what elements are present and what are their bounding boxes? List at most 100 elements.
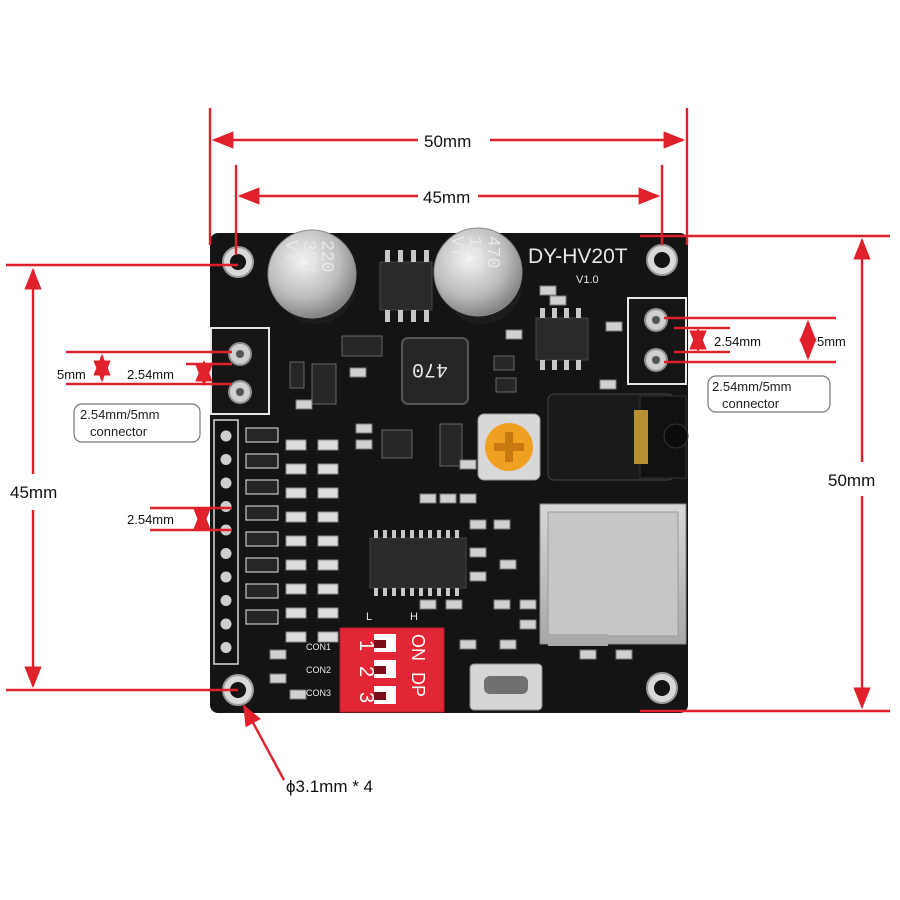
smd-part <box>269 649 287 660</box>
dimension-labels: 50mm 45mm 45mm 50mm 5mm 2.54mm 2.54mm 2.… <box>10 132 875 796</box>
smd-part <box>285 511 307 523</box>
label-left-5mm: 5mm <box>57 367 86 382</box>
smd-part <box>245 609 279 625</box>
label-right-5mm: 5mm <box>817 334 846 349</box>
cap-left-series: VT <box>280 240 300 262</box>
left-connector-callout: 2.54mm/5mm connector <box>73 403 201 443</box>
smd-part <box>245 505 279 521</box>
smd-part <box>549 295 567 306</box>
left-callout-line1: 2.54mm/5mm <box>80 407 159 422</box>
smd-part <box>439 493 457 504</box>
smd-part <box>285 463 307 475</box>
smd-part <box>499 559 517 570</box>
smd-part <box>505 329 523 340</box>
smd-part <box>459 459 477 470</box>
smd-part <box>317 559 339 571</box>
smd-part <box>245 479 279 495</box>
smd-part <box>419 588 423 596</box>
smd-part <box>285 607 307 619</box>
smd-part <box>383 588 387 596</box>
small-smd-parts <box>289 335 517 467</box>
smd-part <box>295 399 313 410</box>
smd-part <box>419 599 437 610</box>
smd-part <box>317 583 339 595</box>
dip-switch: 1 2 3 ON DP <box>339 627 445 713</box>
header-pin <box>220 454 232 465</box>
resistor-column <box>285 439 339 643</box>
dimension-lines <box>6 108 890 781</box>
smd-part <box>374 530 378 538</box>
smd-part <box>410 588 414 596</box>
smd-part <box>428 530 432 538</box>
cap-right-voltage: 16V <box>464 236 484 269</box>
smd-part <box>285 583 307 595</box>
smd-part <box>459 639 477 650</box>
smd-part <box>615 649 633 660</box>
label-hole-note: ϕ3.1mm * 4 <box>286 777 373 796</box>
header-pin <box>220 642 232 653</box>
smd-part <box>285 631 307 643</box>
smd-part <box>493 519 511 530</box>
pin-header-left <box>213 419 239 665</box>
capacitor-right: 470 16V VT <box>433 227 523 324</box>
label-top-outer: 50mm <box>424 132 471 151</box>
smd-part <box>317 511 339 523</box>
capacitor-left: 220 35V VT <box>267 229 357 324</box>
smd-part <box>428 588 432 596</box>
cap-right-value: 470 <box>482 236 502 268</box>
smd-part <box>317 439 339 451</box>
cap-right-series: VT <box>446 236 466 258</box>
dip-number-1: 1 <box>355 640 377 651</box>
sd-card-slot <box>539 503 687 646</box>
smd-part <box>519 619 537 630</box>
con1-label: CON1 <box>306 642 331 652</box>
smd-part <box>245 583 279 599</box>
decoder-ic <box>369 530 467 596</box>
smd-part <box>493 599 511 610</box>
smd-part <box>317 535 339 547</box>
smd-part <box>410 530 414 538</box>
label-right-254: 2.54mm <box>714 334 761 349</box>
smd-part <box>459 493 477 504</box>
right-callout-line2: connector <box>722 396 780 411</box>
smd-part <box>317 631 339 643</box>
board-version-label: V1.0 <box>576 274 599 286</box>
right-connector-callout: 2.54mm/5mm connector <box>707 375 831 413</box>
smd-part <box>269 673 287 684</box>
header-pin <box>220 477 232 489</box>
smd-part <box>355 423 373 434</box>
diode-column <box>245 427 279 625</box>
dip-l-label: L <box>366 611 372 623</box>
smd-part <box>605 321 623 332</box>
label-top-inner: 45mm <box>423 188 470 207</box>
smd-part <box>455 588 459 596</box>
dip-h-label: H <box>410 611 418 623</box>
smd-part <box>437 530 441 538</box>
header-pin <box>220 501 232 512</box>
smd-part <box>374 588 378 596</box>
micro-usb-port <box>469 663 543 711</box>
smd-part <box>317 487 339 499</box>
smd-part <box>419 493 437 504</box>
smd-part <box>285 487 307 499</box>
smd-part <box>383 530 387 538</box>
audio-jack <box>547 393 689 481</box>
mounting-holes <box>222 244 678 706</box>
smd-part <box>539 285 557 296</box>
smd-part <box>579 649 597 660</box>
smd-part <box>285 559 307 571</box>
smd-part <box>401 530 405 538</box>
left-callout-line2: connector <box>90 424 148 439</box>
smd-part <box>245 453 279 469</box>
smd-part <box>446 588 450 596</box>
smd-part <box>469 571 487 582</box>
smd-part <box>289 689 307 700</box>
inductor: 470 <box>401 337 469 405</box>
smd-part <box>317 463 339 475</box>
label-left-254: 2.54mm <box>127 367 174 382</box>
smd-part <box>401 588 405 596</box>
smd-part <box>499 639 517 650</box>
smd-part <box>317 607 339 619</box>
potentiometer <box>477 413 541 481</box>
